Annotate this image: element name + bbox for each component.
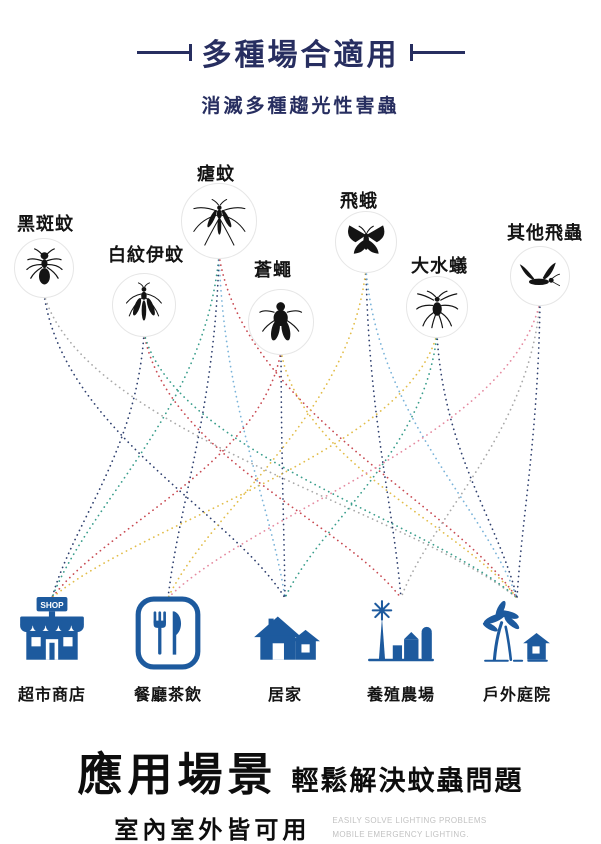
farm-icon — [368, 600, 434, 662]
connection-line — [284, 333, 438, 599]
scene-home: 居家 — [230, 596, 340, 705]
insect-circle-fly — [248, 289, 314, 355]
scene-restaurant: 餐廳茶飲 — [113, 596, 223, 705]
connection-line — [365, 268, 402, 599]
connection-line — [51, 350, 282, 599]
connection-line — [51, 332, 145, 599]
fly-icon — [259, 302, 303, 341]
footer: 應用場景 輕鬆解決蚊蟲問題 室內室外皆可用 EASILY SOLVE LIGHT… — [0, 738, 601, 844]
scene-label: 超市商店 — [17, 687, 86, 704]
insect-label: 瘧蚊 — [197, 164, 235, 184]
house-icon — [254, 616, 320, 660]
scene-label: 養殖農場 — [366, 687, 435, 704]
footer-english-line2: MOBILE EMERGENCY LIGHTING. — [332, 829, 469, 839]
scene-label: 居家 — [267, 687, 302, 704]
footer-english-caption: EASILY SOLVE LIGHTING PROBLEMS MOBILE EM… — [332, 814, 486, 841]
connection-line — [280, 350, 518, 599]
insect-label: 黑斑蚊 — [17, 214, 74, 234]
scene-outdoor-garden: 戶外庭院 — [462, 596, 572, 705]
insect-circle-black-spot-mosquito — [14, 238, 74, 298]
water-ant-icon — [415, 290, 459, 329]
crane-mosquito-icon — [192, 198, 246, 246]
scene-label: 戶外庭院 — [482, 687, 551, 704]
page-subtitle: 消滅多種趨光性害蟲 — [201, 96, 400, 117]
insect-circle-malaria-mosquito — [181, 183, 257, 259]
footer-secondary-row: 室內室外皆可用 EASILY SOLVE LIGHTING PROBLEMS M… — [0, 810, 601, 844]
ant-icon — [25, 247, 63, 284]
title-right-rule — [409, 43, 465, 61]
scene-label: 餐廳茶飲 — [133, 687, 202, 704]
connection-line — [436, 333, 518, 599]
scene-farm: 養殖農場 — [346, 596, 456, 705]
storefront-icon: SHOP — [20, 597, 84, 660]
insect-label: 大水蟻 — [411, 256, 468, 276]
connection-line — [365, 268, 518, 599]
footer-headline: 應用場景 — [77, 749, 278, 800]
connection-line — [143, 332, 518, 599]
connection-line — [218, 254, 518, 599]
connection-line — [400, 301, 541, 599]
footer-line2: 室內室外皆可用 — [114, 817, 311, 844]
scene-supermarket: SHOP 超市商店 — [0, 596, 107, 705]
connection-line — [167, 268, 367, 599]
insect-circle-other-flying-insects — [510, 246, 570, 306]
connection-line — [218, 254, 286, 599]
insect-circle-aedes-mosquito — [112, 273, 176, 337]
insect-circle-moth — [335, 211, 397, 273]
page-title: 多種場合適用 — [201, 39, 400, 72]
title-row: 多種場合適用 — [0, 30, 601, 74]
flying-insect-icon — [519, 262, 560, 286]
cutlery-icon — [135, 596, 201, 670]
connection-line — [51, 254, 220, 599]
connection-line — [516, 301, 541, 599]
shop-sign-text: SHOP — [40, 601, 64, 610]
insect-label: 蒼蠅 — [254, 260, 292, 280]
mosquito-icon — [126, 282, 162, 321]
connection-line — [143, 332, 402, 599]
footer-english-line1: EASILY SOLVE LIGHTING PROBLEMS — [332, 815, 487, 825]
footer-headline-row: 應用場景 輕鬆解決蚊蟲問題 — [0, 738, 601, 803]
header: 多種場合適用 消滅多種趨光性害蟲 — [0, 30, 601, 118]
title-left-rule — [136, 43, 192, 61]
footer-subheadline: 輕鬆解決蚊蟲問題 — [291, 766, 524, 796]
insect-label: 飛蛾 — [340, 191, 378, 211]
garden-icon — [482, 600, 550, 662]
moth-icon — [347, 225, 385, 254]
insect-label: 其他飛蟲 — [507, 223, 583, 243]
insect-label: 白紋伊蚊 — [108, 245, 184, 265]
insect-circle-water-ant — [406, 276, 468, 338]
